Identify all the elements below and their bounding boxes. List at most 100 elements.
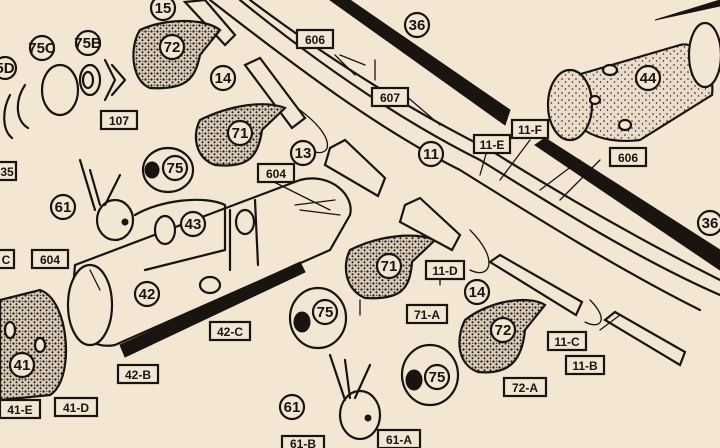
boxed-label-11-f: 11-F	[510, 118, 550, 140]
svg-text:42-C: 42-C	[217, 325, 243, 339]
svg-text:75B: 75B	[74, 35, 102, 52]
svg-text:42: 42	[139, 286, 156, 303]
circled-label-75-upper: 75	[161, 154, 189, 182]
svg-text:14: 14	[469, 284, 486, 301]
svg-text:61: 61	[284, 399, 301, 416]
circled-label-42: 42	[133, 280, 161, 308]
circled-label-72-lower: 72	[489, 316, 517, 344]
boxed-label-41-d: 41-D	[53, 396, 99, 418]
svg-text:72: 72	[495, 322, 512, 339]
circled-label-15-upper: 15	[149, 0, 177, 22]
part-41-cylinder	[0, 288, 68, 402]
boxed-label-42-c: 42-C	[208, 320, 252, 342]
boxed-label-35: 35	[0, 160, 18, 182]
part-44-cylinder	[546, 21, 720, 142]
circled-label-75b: 75B	[74, 29, 102, 57]
svg-text:75C: 75C	[28, 40, 56, 57]
boxed-label-61-b: 61-B	[280, 434, 326, 448]
svg-text:41-D: 41-D	[63, 401, 89, 415]
circled-label-14-upper: 14	[209, 64, 237, 92]
part-14-lower	[487, 253, 584, 317]
svg-text:61-A: 61-A	[386, 433, 412, 447]
boxed-label-42-b: 42-B	[116, 363, 160, 385]
svg-text:61: 61	[55, 199, 72, 216]
boxed-label-11-c: 11-C	[546, 330, 588, 352]
svg-text:5D: 5D	[0, 60, 15, 77]
part-36-right-strip	[534, 137, 720, 271]
svg-text:41: 41	[14, 357, 31, 374]
svg-text:72-A: 72-A	[512, 381, 538, 395]
svg-text:11-B: 11-B	[572, 359, 598, 373]
circled-label-71-upper: 71	[226, 119, 254, 147]
svg-text:71: 71	[232, 125, 249, 142]
svg-text:44: 44	[640, 70, 657, 87]
circled-label-72-upper: 72	[158, 33, 186, 61]
svg-text:42-B: 42-B	[125, 368, 151, 382]
svg-text:41-E: 41-E	[7, 403, 32, 417]
svg-text:11-E: 11-E	[480, 138, 505, 152]
svg-text:C: C	[2, 253, 11, 267]
boxed-label-11-d: 11-D	[424, 259, 466, 281]
circled-label-36-right: 36	[696, 209, 720, 237]
svg-text:75: 75	[429, 369, 446, 386]
part-13-lower	[398, 196, 462, 252]
svg-text:75: 75	[317, 304, 334, 321]
boxed-label-11-b: 11-B	[564, 354, 606, 376]
part-wing-tip	[654, 0, 720, 21]
svg-text:36: 36	[702, 215, 719, 232]
circled-label-14-lower: 14	[463, 278, 491, 306]
svg-text:11: 11	[423, 146, 439, 163]
svg-text:61-B: 61-B	[290, 437, 316, 448]
circled-label-61-upper: 61	[49, 193, 77, 221]
part-61-upper	[78, 158, 135, 242]
boxed-label-11-e: 11-E	[472, 133, 512, 155]
svg-text:11-C: 11-C	[554, 335, 580, 349]
part-36-upper-strip	[329, 0, 511, 126]
svg-text:36: 36	[409, 17, 426, 34]
part-61-lower	[328, 353, 382, 441]
boxed-label-604-upper: 604	[256, 162, 296, 184]
circled-label-11: 11	[417, 140, 445, 168]
svg-text:71-A: 71-A	[414, 308, 440, 322]
circled-label-71-lower: 71	[375, 252, 403, 280]
circled-label-5d: 5D	[0, 55, 18, 81]
svg-text:14: 14	[215, 70, 232, 87]
boxed-label-606-right: 606	[608, 146, 648, 168]
svg-text:43: 43	[185, 216, 202, 233]
svg-text:11-F: 11-F	[518, 123, 542, 137]
boxed-label-72-a: 72-A	[502, 376, 548, 398]
svg-text:604: 604	[40, 253, 60, 267]
part-15-lower	[603, 310, 687, 367]
boxed-label-606-upper: 606	[295, 28, 335, 50]
boxed-label-41-e: 41-E	[0, 398, 42, 420]
svg-text:13: 13	[295, 145, 312, 162]
circled-label-36-upper: 36	[403, 11, 431, 39]
circled-label-75c: 75C	[28, 34, 56, 62]
boxed-label-61-a: 61-A	[376, 428, 422, 448]
circled-label-61-lower: 61	[278, 393, 306, 421]
svg-text:75: 75	[167, 160, 184, 177]
circled-label-44: 44	[634, 64, 662, 92]
circled-label-43: 43	[179, 210, 207, 238]
circled-label-75-lower: 75	[423, 363, 451, 391]
svg-text:607: 607	[380, 91, 400, 105]
circled-label-13-upper: 13	[289, 139, 317, 167]
boxed-label-107: 107	[99, 109, 139, 131]
boxed-label-c-left: C	[0, 248, 16, 270]
part-13-upper	[323, 138, 387, 198]
parts-75c-75b-107	[3, 58, 127, 140]
boxed-label-604-left: 604	[30, 248, 70, 270]
svg-text:606: 606	[305, 33, 325, 47]
boxed-label-71-a: 71-A	[405, 303, 449, 325]
svg-text:35: 35	[0, 165, 14, 179]
boxed-label-607: 607	[370, 86, 410, 108]
svg-text:11-D: 11-D	[432, 264, 458, 278]
svg-text:71: 71	[381, 258, 398, 275]
svg-text:606: 606	[618, 151, 638, 165]
circled-label-75-middle: 75	[311, 298, 339, 326]
svg-text:107: 107	[109, 114, 129, 128]
circled-label-41: 41	[8, 351, 36, 379]
svg-text:604: 604	[266, 167, 286, 181]
